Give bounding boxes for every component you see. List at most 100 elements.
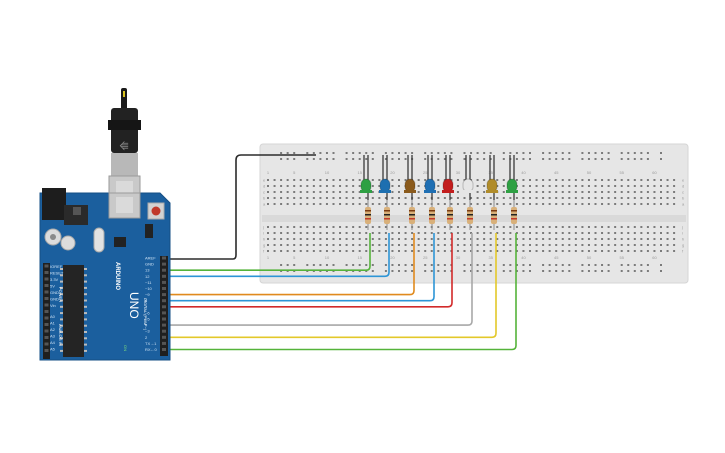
column-number: 10 — [325, 170, 330, 175]
row-letter: h — [263, 237, 265, 242]
led[interactable] — [462, 178, 474, 193]
signal-wires — [168, 233, 517, 351]
column-number: 55 — [619, 255, 624, 260]
digital-pin-label: 7 — [145, 304, 148, 309]
column-number: 5 — [293, 170, 296, 175]
power-pin-label: GND — [50, 297, 59, 302]
column-number: 15 — [357, 255, 362, 260]
led[interactable] — [360, 178, 372, 193]
signal-wire[interactable] — [168, 233, 453, 308]
analog-pin-label: A0 — [50, 314, 56, 319]
power-jack — [42, 188, 66, 220]
row-letter: c — [263, 190, 265, 195]
row-letter: b — [682, 196, 685, 201]
row-letter: g — [682, 243, 684, 248]
signal-wire[interactable] — [168, 233, 390, 278]
column-number: 45 — [554, 255, 559, 260]
digital-pin-label: 4 — [145, 323, 148, 328]
power-pin-label: 5V — [50, 284, 55, 289]
column-number: 10 — [325, 255, 330, 260]
resistor[interactable] — [365, 200, 371, 230]
on-led-label: ON — [123, 345, 128, 351]
digital-pin-label: ~3 — [145, 329, 150, 334]
row-letter: j — [262, 225, 264, 230]
digital-pin-label: 13 — [145, 268, 150, 273]
row-letter: b — [263, 196, 266, 201]
resistor[interactable] — [511, 200, 517, 230]
led[interactable] — [442, 178, 454, 193]
led[interactable] — [404, 178, 416, 193]
digital-pin-label: ~9 — [145, 292, 150, 297]
column-number: 1 — [267, 170, 270, 175]
ground-wire[interactable] — [170, 154, 316, 260]
column-number: 25 — [423, 170, 428, 175]
column-number: 1 — [267, 255, 270, 260]
column-number: 60 — [652, 170, 657, 175]
power-pin-label: IOREF — [50, 264, 63, 269]
digital-pin-label: 8 — [145, 298, 148, 303]
resistor[interactable] — [409, 200, 415, 230]
row-letter: d — [263, 184, 265, 189]
signal-wire[interactable] — [168, 233, 473, 326]
column-number: 30 — [456, 170, 461, 175]
digital-pin-label: 2 — [145, 335, 148, 340]
resistor[interactable] — [447, 200, 453, 230]
row-letter: e — [263, 178, 266, 183]
column-number: 25 — [423, 255, 428, 260]
signal-wire[interactable] — [168, 233, 371, 271]
row-letter: d — [682, 184, 684, 189]
resistor[interactable] — [429, 200, 435, 230]
column-number: 60 — [652, 255, 657, 260]
resistor[interactable] — [384, 200, 390, 230]
column-number: 35 — [488, 255, 493, 260]
power-header-label: POWER — [58, 287, 63, 302]
digital-pin-label: GND — [145, 262, 154, 267]
digital-pin-label: ~6 — [145, 310, 150, 315]
digital-pin-label: ~5 — [145, 317, 150, 322]
analog-pin-label: A2 — [50, 327, 56, 332]
signal-wire[interactable] — [168, 233, 435, 302]
led[interactable] — [424, 178, 436, 193]
atmega-chip — [63, 265, 84, 357]
column-number: 20 — [390, 170, 395, 175]
led-group — [360, 155, 518, 200]
column-number: 45 — [554, 170, 559, 175]
brand-label: ARDUINO — [114, 262, 120, 290]
column-number: 55 — [619, 170, 624, 175]
row-letter: h — [682, 237, 684, 242]
led[interactable] — [379, 178, 391, 193]
digital-header-label: DIGITAL (PWM ~) — [143, 298, 148, 331]
row-letter: g — [263, 243, 265, 248]
analog-header-label: ANALOG IN — [58, 324, 63, 346]
led[interactable] — [506, 178, 518, 193]
signal-wire[interactable] — [168, 233, 497, 339]
signal-wire[interactable] — [168, 233, 517, 351]
led[interactable] — [486, 178, 498, 193]
digital-pin-label: RX←0 — [145, 347, 158, 352]
resistor[interactable] — [467, 200, 473, 230]
resistor[interactable] — [491, 200, 497, 230]
row-letter: i — [263, 231, 264, 236]
power-pin-label: GND — [50, 290, 59, 295]
column-number: 50 — [587, 255, 592, 260]
row-letter: a — [263, 202, 266, 207]
digital-pin-label: AREF — [145, 256, 156, 261]
digital-pin-label: ~10 — [145, 286, 153, 291]
column-number: 50 — [587, 170, 592, 175]
signal-wire[interactable] — [168, 233, 415, 296]
power-pin-label: RESET — [50, 271, 64, 276]
arduino-uno-board[interactable]: ARDUINO UNO DIGITAL (PWM ~) POWER ANALOG… — [39, 188, 171, 361]
digital-pin-label: TX→1 — [145, 341, 157, 346]
digital-pin-label: ~11 — [145, 280, 152, 285]
analog-pin-label: A1 — [50, 321, 56, 326]
analog-pin-label: A4 — [50, 340, 56, 345]
row-letter: f — [682, 249, 684, 254]
resistor-group — [365, 200, 517, 230]
row-letter: a — [682, 202, 685, 207]
